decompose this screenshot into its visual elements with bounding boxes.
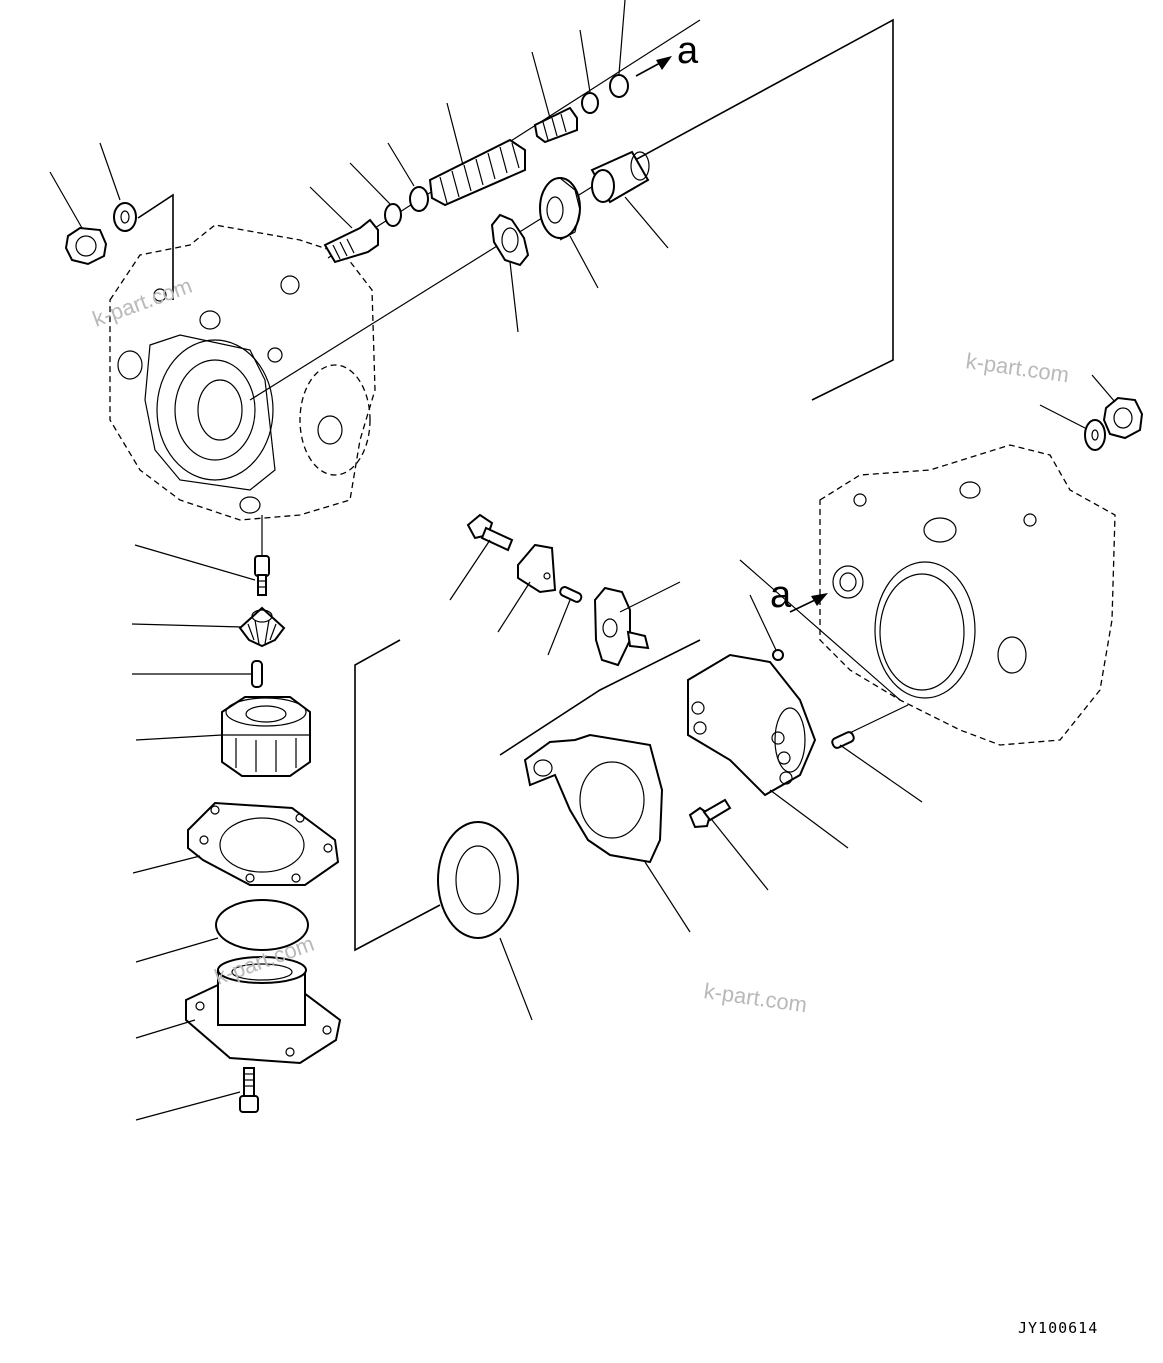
left-pump-housing xyxy=(109,224,376,521)
bolt-left xyxy=(254,555,270,596)
leader-lines-center xyxy=(449,374,1116,1021)
locking-washer xyxy=(490,213,530,267)
arrow-label-top: a xyxy=(677,30,699,72)
swash-plate xyxy=(523,733,664,864)
lock-nut xyxy=(539,177,581,241)
arrow-a-top: a xyxy=(635,30,699,77)
pin-center xyxy=(559,586,583,603)
watermark-2: k-part.com xyxy=(964,348,1070,387)
bracket xyxy=(517,543,557,594)
washer-top-right xyxy=(1084,419,1106,451)
watermark-4: k-part.com xyxy=(702,978,808,1017)
arrow-label-right: a xyxy=(770,574,792,616)
arrow-a-right: a xyxy=(770,574,828,616)
right-motor-housing xyxy=(819,444,1116,746)
watermark-1: k-part.com xyxy=(89,273,195,332)
o-ring-plug xyxy=(384,203,402,227)
pin-right xyxy=(831,731,855,749)
sleeve xyxy=(590,150,650,204)
servo-piston-housing xyxy=(687,653,817,797)
leader-lines-left xyxy=(131,544,256,1121)
leader-lines-top xyxy=(49,0,669,333)
nut-top-left xyxy=(64,226,108,266)
drawing-code: JY100614 xyxy=(1018,1319,1098,1337)
spring-large xyxy=(428,138,526,207)
adjusting-plug xyxy=(323,218,379,264)
washer-top-left-hole xyxy=(120,210,130,224)
nut-top-right xyxy=(1102,396,1144,440)
gasket xyxy=(187,801,340,886)
bearing-plate xyxy=(437,821,519,939)
gear-housing xyxy=(221,696,311,777)
washer-top-left xyxy=(113,202,137,232)
spring-small xyxy=(533,106,578,144)
lever xyxy=(593,586,650,667)
bevel-gear xyxy=(238,606,286,648)
bolt-center-bottom xyxy=(688,798,732,829)
o-ring-small xyxy=(409,186,429,212)
bolt-center xyxy=(466,513,514,552)
washer-top-right-hole xyxy=(1091,429,1099,441)
assembly-lines xyxy=(137,18,909,952)
seat-ring xyxy=(581,92,599,114)
cover-flange xyxy=(185,956,342,1065)
o-ring-right xyxy=(772,649,784,661)
o-ring-top xyxy=(609,74,629,98)
pin-left xyxy=(251,660,263,688)
plate-disc xyxy=(215,899,309,951)
bolt-bottom-left xyxy=(239,1067,259,1113)
